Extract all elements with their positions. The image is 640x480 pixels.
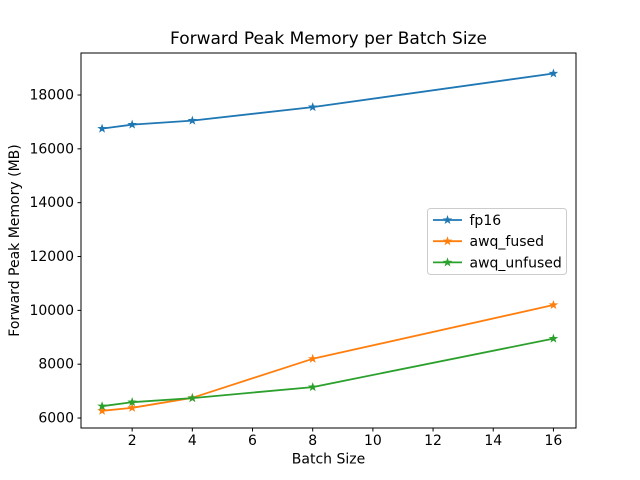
- data-point-star-icon: [187, 393, 198, 403]
- legend: fp16 awq_fused awq_unfused: [427, 208, 567, 275]
- chart-title: Forward Peak Memory per Batch Size: [170, 29, 487, 49]
- data-point-star-icon: [97, 401, 107, 411]
- series-line-awq_fused: [101, 304, 555, 412]
- data-point-star-icon: [307, 382, 318, 392]
- x-tick-label: 4: [188, 433, 197, 449]
- x-tick-label: 2: [128, 433, 137, 449]
- data-point-star-icon: [548, 333, 559, 343]
- y-tick-label: 6000: [38, 411, 74, 427]
- y-axis-label: Forward Peak Memory (MB): [7, 144, 23, 336]
- x-tick-label: 6: [248, 433, 257, 449]
- x-tick-label: 12: [424, 433, 442, 449]
- x-tick-label: 16: [545, 433, 563, 449]
- data-point-star-icon: [307, 353, 318, 363]
- legend-star-icon: [442, 215, 453, 225]
- series-line-fp16: [101, 72, 555, 130]
- legend-label-awq_fused: awq_fused: [470, 234, 545, 250]
- y-tick-label: 12000: [29, 249, 74, 265]
- y-tick-label: 10000: [29, 303, 74, 319]
- data-point-star-icon: [127, 119, 137, 129]
- data-point-star-icon: [127, 402, 137, 412]
- y-tick-label: 8000: [38, 357, 74, 373]
- legend-star-icon: [442, 236, 453, 246]
- data-point-star-icon: [187, 115, 198, 125]
- series-line-awq_unfused: [101, 337, 555, 408]
- data-point-star-icon: [97, 405, 107, 415]
- data-point-star-icon: [548, 299, 559, 310]
- x-tick-label: 14: [484, 433, 502, 449]
- y-tick-label: 16000: [29, 141, 74, 157]
- legend-box: [427, 208, 567, 275]
- data-point-star-icon: [97, 123, 107, 133]
- x-tick-label: 8: [308, 433, 317, 449]
- y-tick-label: 18000: [29, 87, 74, 103]
- data-point-star-icon: [127, 397, 137, 407]
- series-lines: [97, 68, 559, 415]
- legend-label-awq_unfused: awq_unfused: [470, 255, 562, 271]
- y-tick-label: 14000: [29, 195, 74, 211]
- x-axis-label: Batch Size: [292, 452, 365, 468]
- plot-border: [80, 52, 577, 429]
- data-point-star-icon: [307, 102, 318, 112]
- legend-label-fp16: fp16: [470, 213, 502, 229]
- x-tick-label: 10: [364, 433, 382, 449]
- data-point-star-icon: [548, 68, 559, 78]
- legend-star-icon: [442, 257, 453, 267]
- axes: 2 4 6 8 10 12 14 16 6000 8000 10000 12000 14000 16000…: [29, 52, 577, 449]
